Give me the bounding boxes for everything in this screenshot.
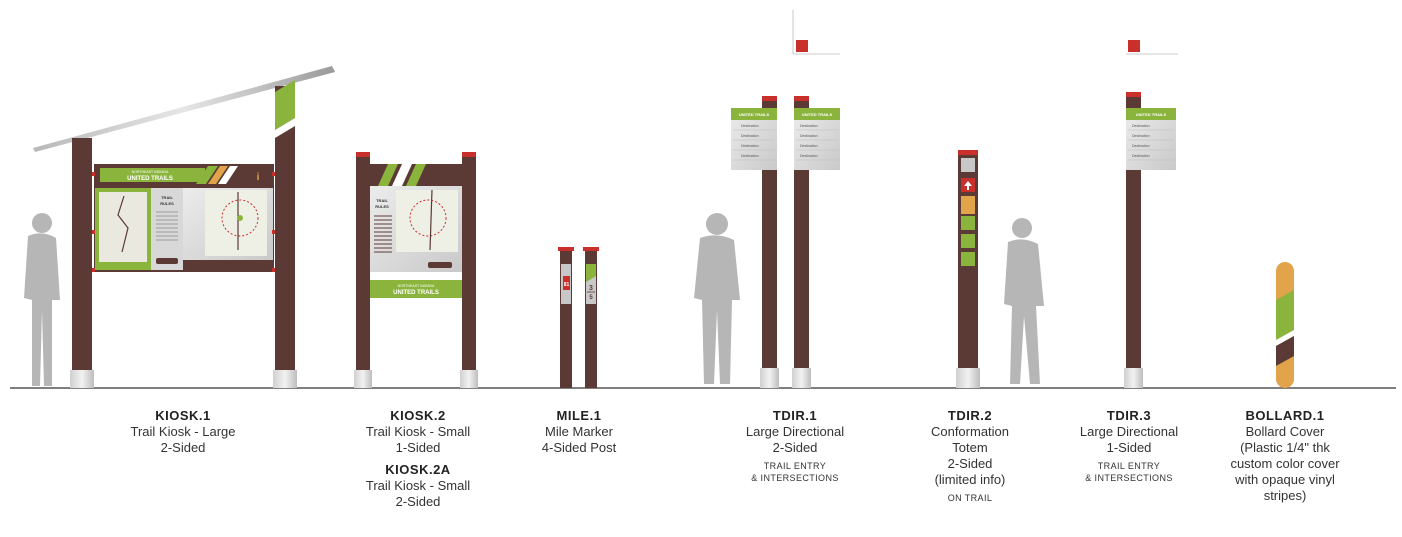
tdir-2-code: TDIR.2 [947,408,993,423]
kiosk-1-label: KIOSK.1 Trail Kiosk - Large 2-Sided [108,408,258,456]
kiosk-2a-line-1: Trail Kiosk - Small [365,478,471,493]
kiosk-2-line-1: Trail Kiosk - Small [365,424,471,439]
tdir-3-note-1: TRAIL ENTRY [1097,461,1161,471]
kiosk-1-right-post [275,86,295,370]
tdir-3-line-2: 1-Sided [1106,440,1152,455]
kiosk-2-banner [370,280,462,298]
bollard-1-line-4: with opaque vinyl [1235,472,1335,487]
bollard-1-line-1: Bollard Cover [1245,424,1325,439]
kiosk-2a-code: KIOSK.2A [385,462,451,477]
tdir-1-right-row-2: Destination [800,134,818,138]
tdir-3-illustration: UNITED TRAILS Destination Destination De… [1124,40,1178,388]
kiosk-2-code: KIOSK.2 [390,408,446,423]
tdir-1-sign-left-title: UNITED TRAILS [739,112,770,117]
tdir-1-left-row-4: Destination [741,154,759,158]
tdir-3-row-1: Destination [1132,124,1150,128]
kiosk-1-info-glyph: i [257,172,260,183]
tdir-1-left-row-2: Destination [741,134,759,138]
bollard-1-code: BOLLARD.1 [1245,408,1325,423]
tdir-3-row-4: Destination [1132,154,1150,158]
mile-1-number: 3 [589,285,593,292]
tdir-1-note-2: & INTERSECTIONS [751,473,839,483]
sign-family-elevation: NORTHEAST INDIANA UNITED TRAILS i TRAIL … [10,10,1396,389]
tdir-1-right-row-4: Destination [800,154,818,158]
kiosk-1-rules-title-1: TRAIL [161,195,173,200]
kiosk-1-left-post [72,138,92,370]
kiosk-2-label: KIOSK.2 Trail Kiosk - Small 1-Sided KIOS… [343,408,493,510]
kiosk-1-roof [33,66,335,152]
kiosk-1-line-1: Trail Kiosk - Large [130,424,236,439]
tdir-3-code: TDIR.3 [1106,408,1152,423]
tdir-2-line-1: Conformation [930,424,1010,439]
mile-1-fraction: 5 [589,295,593,301]
tdir-2-line-3: 2-Sided [947,456,993,471]
kiosk-2a-line-2: 2-Sided [395,494,441,509]
kiosk-1-code: KIOSK.1 [155,408,211,423]
tdir-3-sign-title: UNITED TRAILS [1136,112,1167,117]
tdir-3-line-1: Large Directional [1079,424,1179,439]
tdir-2-line-2: Totem [952,440,988,455]
tdir-1-label: TDIR.1 Large Directional 2-Sided TRAIL E… [720,408,870,484]
bollard-1-label: BOLLARD.1 Bollard Cover (Plastic 1/4" th… [1200,408,1370,504]
tdir-2-illustration [956,150,980,388]
tdir-3-row-3: Destination [1132,144,1150,148]
person-silhouette-1 [24,213,60,386]
tdir-1-left-row-1: Destination [741,124,759,128]
kiosk-2-line-2: 1-Sided [395,440,441,455]
bollard-1-line-2: (Plastic 1/4" thk [1240,440,1330,455]
tdir-2-label: TDIR.2 Conformation Totem 2-Sided (limit… [900,408,1040,504]
tdir-1-line-2: 2-Sided [772,440,818,455]
tdir-3-note-2: & INTERSECTIONS [1085,473,1173,483]
tdir-1-left-row-3: Destination [741,144,759,148]
bollard-1-line-3: custom color cover [1230,456,1340,471]
mile-1-code: MILE.1 [556,408,602,423]
tdir-1-sign-right-title: UNITED TRAILS [802,112,833,117]
tdir-1-right-row-3: Destination [800,144,818,148]
person-silhouette-2 [694,213,740,384]
kiosk-2-banner-small: NORTHEAST INDIANA [398,284,435,288]
kiosk-2-illustration: TRAIL RULES NORTHEAST INDIANA UNITED TRA… [354,152,478,388]
tdir-2-note-1: ON TRAIL [947,493,993,503]
kiosk-1-rules-title-2: RULES [160,201,174,206]
bollard-1-line-5: stripes) [1263,488,1307,503]
tdir-3-row-2: Destination [1132,134,1150,138]
kiosk-1-illustration: NORTHEAST INDIANA UNITED TRAILS i TRAIL … [33,66,335,388]
tdir-3-label: TDIR.3 Large Directional 1-Sided TRAIL E… [1054,408,1204,484]
bollard-1-illustration [1276,262,1294,388]
kiosk-2-rules-title-2: RULES [375,204,389,209]
tdir-1-right-row-1: Destination [800,124,818,128]
kiosk-2-banner-big: UNITED TRAILS [393,290,439,296]
mile-1-side-number: 81 [564,282,570,288]
tdir-1-note-1: TRAIL ENTRY [763,461,827,471]
kiosk-1-banner-big: UNITED TRAILS [127,176,173,182]
person-silhouette-3 [1004,218,1044,384]
tdir-1-code: TDIR.1 [772,408,818,423]
mile-1-line-1: Mile Marker [545,424,613,439]
tdir-2-line-4: (limited info) [934,472,1006,487]
kiosk-1-line-2: 2-Sided [160,440,206,455]
tdir-1-line-1: Large Directional [745,424,845,439]
kiosk-1-rules-panel [151,188,183,270]
mile-1-illustration: 81 3 5 [558,247,599,388]
kiosk-1-banner-small: NORTHEAST INDIANA [132,170,169,174]
tdir-1-illustration: UNITED TRAILS Destination Destination De… [731,10,840,388]
mile-1-label: MILE.1 Mile Marker 4-Sided Post [519,408,639,456]
kiosk-2-rules-title-1: TRAIL [376,198,388,203]
mile-1-line-2: 4-Sided Post [541,440,617,455]
